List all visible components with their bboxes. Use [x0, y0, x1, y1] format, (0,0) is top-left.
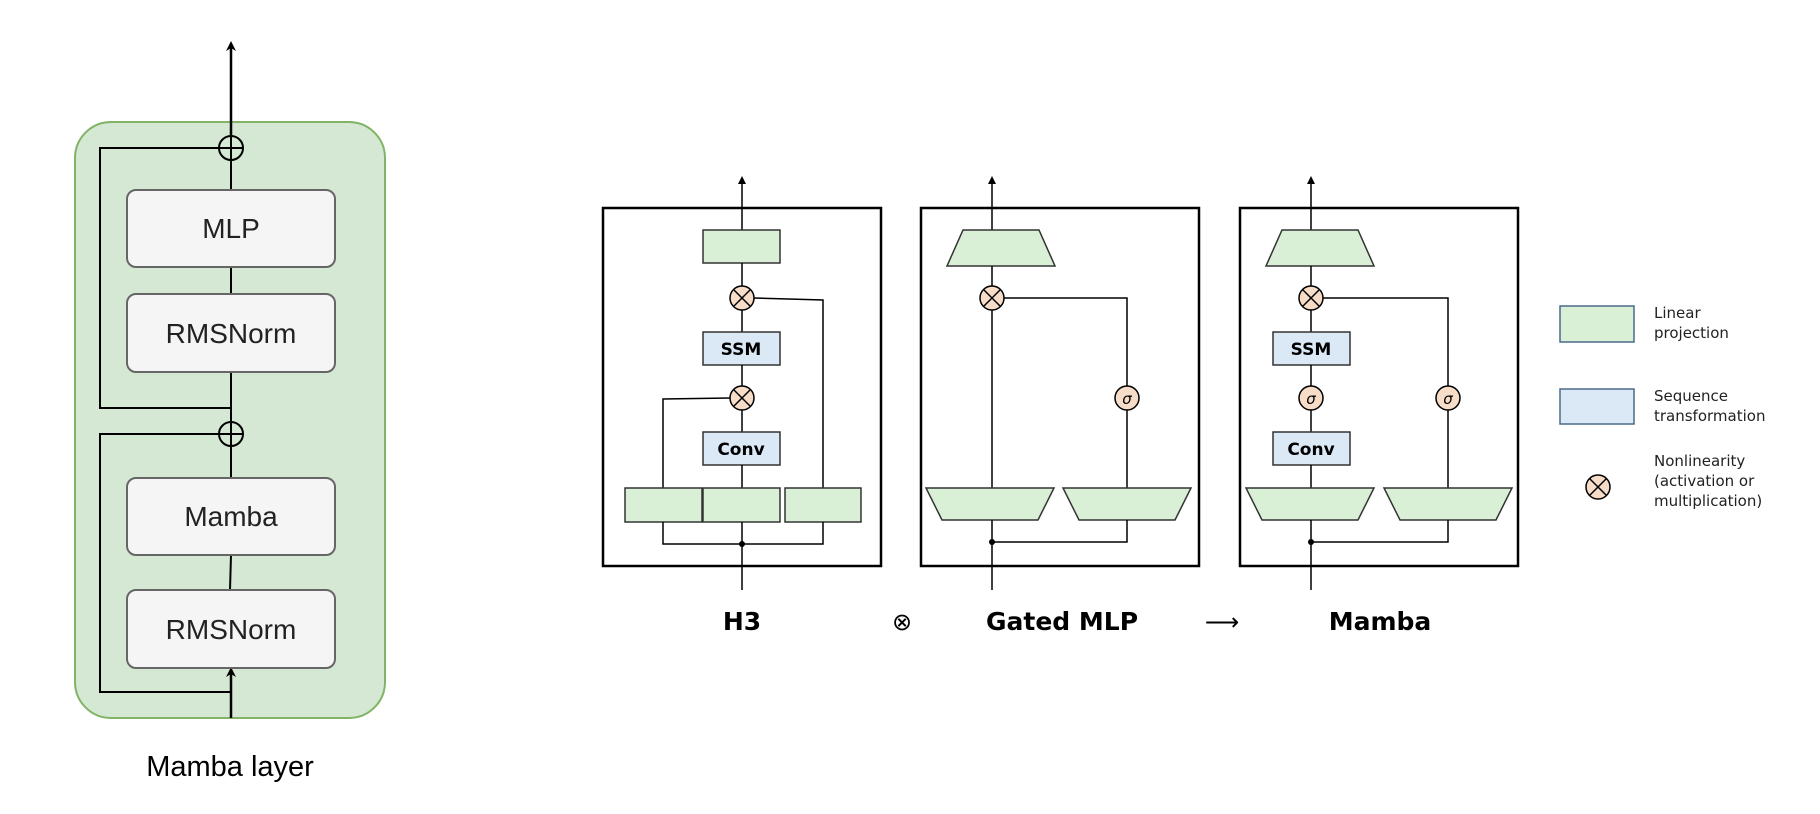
residual-skip-top — [99, 147, 231, 409]
arrow-symbol: ⟶ — [1205, 608, 1239, 636]
gated-mlp-sigma-icon: σ — [1114, 385, 1140, 411]
h3-ssm-box — [702, 331, 781, 366]
mamba-linear-left — [1244, 487, 1376, 521]
mamba-ssm-label: SSM — [1291, 340, 1332, 360]
gated-mlp-frame — [919, 206, 1201, 568]
h3-ssm-label: SSM — [721, 340, 762, 360]
gated-mlp-multiply-icon — [979, 285, 1005, 311]
rmsnorm-bottom-label: RMSNorm — [166, 614, 297, 645]
gated-mlp-linear-right — [1061, 487, 1193, 521]
mamba-sigma-right-icon: σ — [1435, 385, 1461, 411]
gated-mlp-caption: Gated MLP — [986, 607, 1138, 636]
h3-conv-box — [702, 431, 781, 466]
h3-conv-label: Conv — [717, 440, 764, 460]
rmsnorm-block-bottom: RMSNorm — [126, 589, 336, 669]
legend-nonlinearity-icon — [1585, 474, 1611, 500]
mamba-sigma-right-label: σ — [1443, 390, 1453, 408]
legend: Linear projection Sequence transformatio… — [1559, 304, 1765, 510]
mlp-block: MLP — [126, 189, 336, 268]
mamba-label: Mamba — [184, 501, 278, 532]
mamba-diagram: σ SSM σ Conv Mamba — [1238, 176, 1520, 636]
residual-skip-bottom — [99, 433, 231, 693]
combine-symbol: ⊗ — [892, 608, 912, 636]
h3-linear-top — [702, 229, 781, 264]
mamba-layer-panel: MLP RMSNorm Mamba RMSNorm Mamba layer — [74, 41, 386, 783]
legend-sequence-swatch — [1559, 388, 1635, 425]
h3-diagram: SSM Conv H3 — [601, 176, 883, 636]
gated-mlp-diagram: σ Gated MLP — [919, 176, 1201, 636]
h3-linear-right — [784, 487, 862, 523]
h3-multiply-bottom-icon — [729, 385, 755, 411]
h3-caption: H3 — [723, 607, 761, 636]
mamba-linear-top — [1264, 229, 1376, 267]
mamba-layer-caption: Mamba layer — [146, 751, 314, 783]
mamba-ssm-box — [1272, 331, 1351, 366]
h3-linear-left — [624, 487, 703, 523]
legend-sequence-label: Sequence transformation — [1654, 387, 1765, 425]
mamba-sigma-left-icon: σ — [1298, 385, 1324, 411]
rmsnorm-block-top: RMSNorm — [126, 293, 336, 373]
mamba-caption: Mamba — [1329, 607, 1432, 636]
gated-mlp-linear-top — [945, 229, 1057, 267]
mamba-block: Mamba — [126, 477, 336, 556]
rmsnorm-top-label: RMSNorm — [166, 318, 297, 349]
mamba-frame — [1238, 206, 1520, 568]
h3-linear-middle — [702, 487, 781, 523]
legend-linear-label: Linear projection — [1654, 304, 1729, 342]
gated-mlp-sigma-label: σ — [1122, 390, 1132, 408]
legend-nonlinearity-label: Nonlinearity (activation or multiplicati… — [1654, 452, 1762, 510]
h3-multiply-top-icon — [729, 285, 755, 311]
mamba-linear-right — [1382, 487, 1514, 521]
mlp-label: MLP — [202, 213, 260, 244]
mamba-multiply-icon — [1298, 285, 1324, 311]
mamba-conv-label: Conv — [1287, 440, 1334, 460]
mamba-sigma-left-label: σ — [1306, 390, 1316, 408]
legend-linear-swatch — [1559, 305, 1635, 343]
gated-mlp-linear-left — [924, 487, 1056, 521]
